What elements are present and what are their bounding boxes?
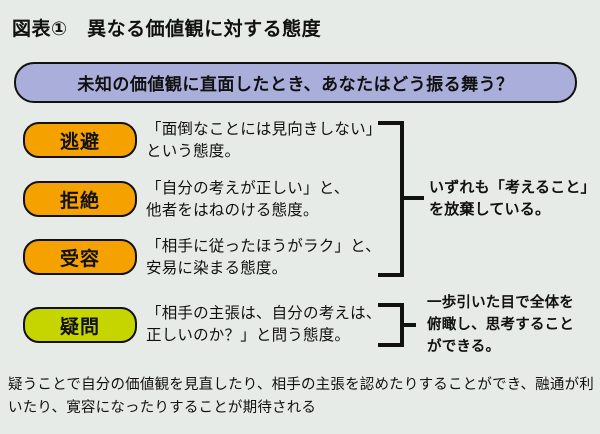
group-bracket-tick <box>402 196 424 200</box>
question-banner: 未知の価値観に直面したとき、あなたはどう振る舞う？ <box>14 62 577 103</box>
doubt-note: 一歩引いた目で全体を 俯瞰し、思考すること ができる。 <box>427 295 574 355</box>
desc-escape: 「面倒なことには見向きしない」 という態度。 <box>146 121 382 160</box>
desc-reject: 「自分の考えが正しい」と、 他者をはねのける態度。 <box>146 180 350 219</box>
pill-reject: 拒絶 <box>23 181 137 217</box>
footer-caption: 疑うことで自分の価値観を見直したり、相手の主張を認めたりすることができ、融通が利… <box>8 377 594 416</box>
group-note: いずれも「考えること」 を放棄している。 <box>429 179 596 218</box>
doubt-bracket-tick <box>402 323 416 327</box>
group-bracket <box>378 121 404 277</box>
desc-accept: 「相手に従ったほうがラク」と、 安易に染まる態度。 <box>146 238 381 277</box>
pill-escape: 逃避 <box>23 122 137 158</box>
pill-accept: 受容 <box>23 239 137 275</box>
pill-doubt: 疑問 <box>23 307 137 343</box>
figure-title: 図表① 異なる価値観に対する態度 <box>12 19 322 40</box>
doubt-bracket <box>378 303 404 347</box>
desc-doubt: 「相手の主張は、自分の考えは、 正しいのか？」と問う態度。 <box>146 305 382 344</box>
